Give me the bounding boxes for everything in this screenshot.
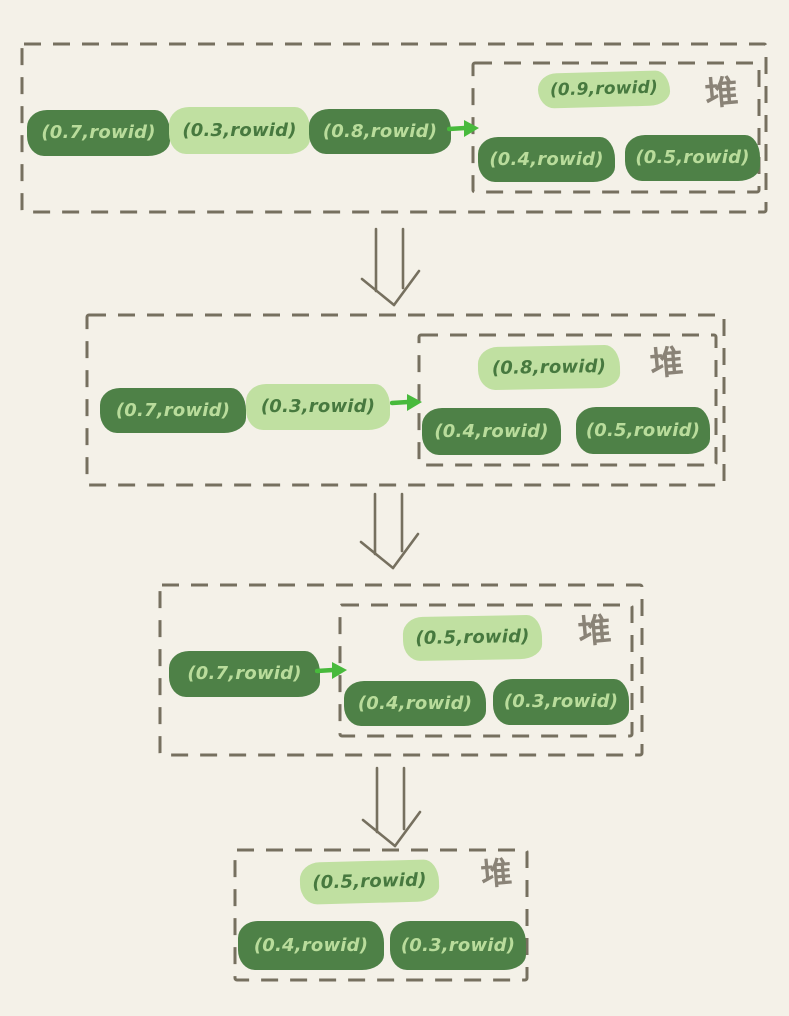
stage-2-heap-box	[417, 333, 718, 467]
heap-label: 堆	[648, 341, 685, 384]
stage-2-list-box	[85, 313, 726, 487]
tuple-pill: (0.3,rowid)	[246, 384, 390, 430]
stage-3-list-box	[158, 583, 644, 757]
heap-child-pill: (0.4,rowid)	[344, 681, 486, 726]
heap-child-pill: (0.5,rowid)	[576, 407, 710, 454]
heap-top-pill: (0.9,rowid)	[537, 70, 671, 109]
heap-child-pill: (0.4,rowid)	[478, 137, 615, 182]
stage-4-heap-box	[233, 848, 529, 982]
heap-child-pill: (0.4,rowid)	[422, 408, 561, 455]
heap-label: 堆	[703, 71, 740, 114]
heap-label: 堆	[576, 609, 613, 652]
heap-child-pill: (0.5,rowid)	[625, 135, 760, 181]
tuple-pill: (0.3,rowid)	[169, 107, 310, 154]
insert-arrow-icon	[447, 120, 479, 137]
heap-child-pill: (0.4,rowid)	[238, 921, 384, 970]
double-down-arrow-icon	[361, 766, 422, 848]
stage-1-list-box	[20, 42, 768, 214]
insert-arrow-icon	[315, 662, 347, 679]
heap-top-pill: (0.5,rowid)	[299, 859, 440, 905]
double-down-arrow-icon	[359, 492, 420, 570]
double-down-arrow-icon	[360, 227, 421, 307]
insert-arrow-icon	[390, 394, 422, 411]
tuple-pill: (0.7,rowid)	[169, 651, 320, 697]
stage-3-heap-box	[338, 603, 634, 738]
tuple-pill: (0.8,rowid)	[309, 109, 451, 154]
heap-child-pill: (0.3,rowid)	[390, 921, 526, 970]
heap-child-pill: (0.3,rowid)	[493, 679, 629, 725]
heap-label: 堆	[479, 854, 514, 894]
heap-top-pill: (0.8,rowid)	[477, 344, 621, 391]
heap-top-pill: (0.5,rowid)	[402, 614, 543, 662]
tuple-pill: (0.7,rowid)	[27, 110, 170, 156]
tuple-pill: (0.7,rowid)	[100, 388, 246, 433]
